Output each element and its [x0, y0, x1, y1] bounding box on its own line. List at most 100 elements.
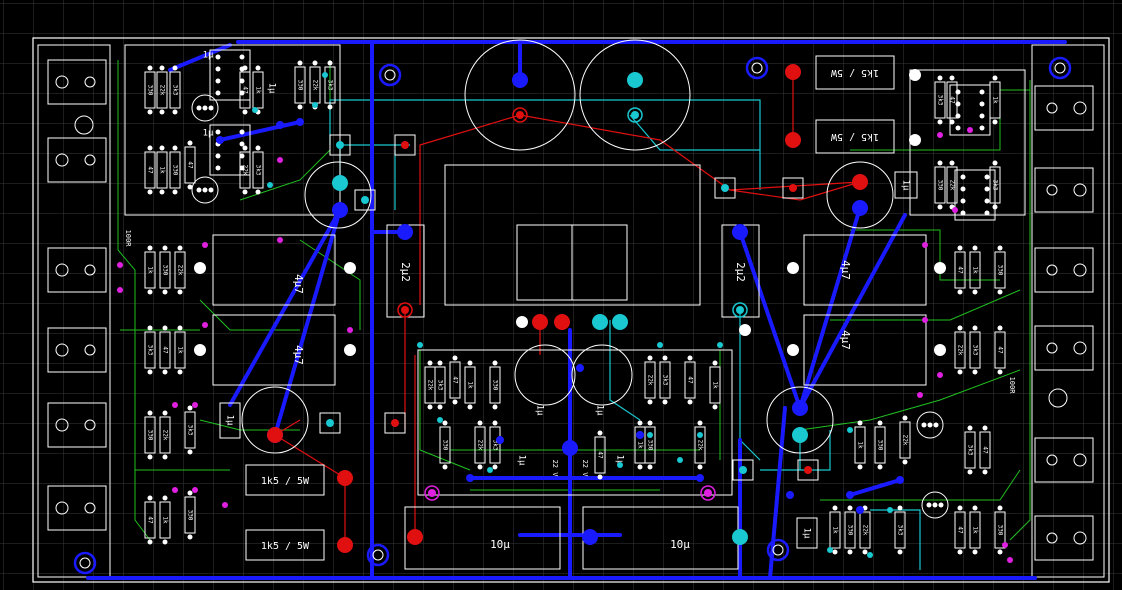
cyan-via [437, 417, 443, 423]
resistor-lead [162, 410, 168, 416]
ic-pin [239, 66, 245, 72]
resistor-lead [442, 420, 448, 426]
transistor-outline [916, 411, 944, 439]
resistor-label: 1k [857, 441, 864, 449]
resistor-lead [177, 245, 183, 251]
resistor: 330 [159, 245, 171, 295]
transistor [916, 411, 944, 439]
resistor-body [946, 81, 958, 119]
terminal-block [1034, 437, 1094, 483]
resistor-label: 1k [159, 166, 166, 174]
resistor-lead [647, 464, 653, 470]
resistor-lead [957, 245, 963, 251]
resistor-lead [242, 109, 248, 115]
magenta-dot [1002, 542, 1008, 548]
ic-pin [955, 125, 961, 131]
terminal-block [1034, 85, 1094, 131]
resistor: 47 [994, 325, 1006, 375]
resistor: 1k [709, 360, 721, 410]
resistor-lead [159, 65, 165, 71]
component-label: 4µ7 [839, 330, 852, 350]
cyan-pad [732, 529, 748, 545]
component-label: 4µ7 [292, 345, 305, 365]
magenta-dot [202, 322, 208, 328]
resistor: 22k [174, 245, 186, 295]
film-cap-body [319, 412, 341, 434]
film-capacitor [384, 412, 406, 434]
cyan-traces [329, 99, 921, 570]
transistor [191, 176, 219, 204]
resistor-lead [492, 464, 498, 470]
resistor-body [144, 416, 156, 454]
resistor: 330 [169, 145, 181, 195]
ic-pin [955, 89, 961, 95]
terminal-pad [84, 264, 96, 276]
terminal-pad [1046, 184, 1058, 196]
resistor-lead [957, 549, 963, 555]
component-label: 2µ2 [399, 262, 412, 282]
resistor-label: 3k3 [492, 440, 499, 451]
resistor-lead [297, 104, 303, 110]
ic-pin [979, 113, 985, 119]
terminal-block [1034, 515, 1094, 561]
resistor-lead [937, 75, 943, 81]
cyan-via [487, 467, 493, 473]
ic-footprint [209, 124, 251, 176]
ic-pin [239, 90, 245, 96]
resistor-body [829, 511, 841, 549]
resistor-body [159, 416, 171, 454]
ic-pin [215, 165, 221, 171]
resistor-label: 47 [982, 446, 989, 454]
resistor-body [874, 426, 886, 464]
resistor-label: 1k [467, 381, 474, 389]
resistor-lead [647, 399, 653, 405]
transistor [921, 491, 949, 519]
resistor-lead [187, 140, 193, 146]
resistor: 47 [946, 75, 958, 125]
film-cap-pad [804, 466, 812, 474]
resistor-body [934, 81, 946, 119]
resistor-lead [949, 119, 955, 125]
resistor: 3k3 [144, 325, 156, 375]
resistor-lead [972, 289, 978, 295]
resistor-label: 3k3 [897, 525, 904, 536]
resistor-body [994, 511, 1006, 549]
resistor: 330 [144, 410, 156, 460]
resistor-body [844, 511, 856, 549]
resistor-lead [697, 420, 703, 426]
transistor-pin [932, 502, 938, 508]
red-pad [267, 427, 283, 443]
resistor-lead [147, 454, 153, 460]
resistor-body [159, 331, 171, 369]
component-label: 1µ [615, 455, 625, 466]
resistor-lead [857, 464, 863, 470]
resistor-lead [162, 245, 168, 251]
magenta-dot [192, 487, 198, 493]
cyan-via [322, 72, 328, 78]
blue-via [466, 474, 474, 482]
mounting-screw-inner [384, 69, 396, 81]
ic-pin [215, 129, 221, 135]
resistor-body [449, 361, 461, 399]
component-label: 1µ [517, 455, 527, 466]
resistor-body [934, 166, 946, 204]
ic-pin [984, 198, 990, 204]
resistor: 3k3 [324, 60, 336, 110]
blue-pad [397, 224, 413, 240]
resistor-lead [902, 459, 908, 465]
cyan-pad [592, 314, 608, 330]
resistor-label: 47 [242, 86, 249, 94]
resistor-label: 3k3 [147, 345, 154, 356]
resistor: 1k [969, 505, 981, 555]
ic-pin [215, 78, 221, 84]
resistor-lead [949, 75, 955, 81]
cyan-via [717, 342, 723, 348]
resistor-lead [159, 145, 165, 151]
resistor-body [994, 251, 1006, 289]
resistor-body [464, 366, 476, 404]
magenta-dot [202, 242, 208, 248]
resistor: 330 [489, 360, 501, 410]
blue-via [786, 491, 794, 499]
resistor-label: 1k [972, 266, 979, 274]
ring-pad-ring [424, 485, 440, 501]
